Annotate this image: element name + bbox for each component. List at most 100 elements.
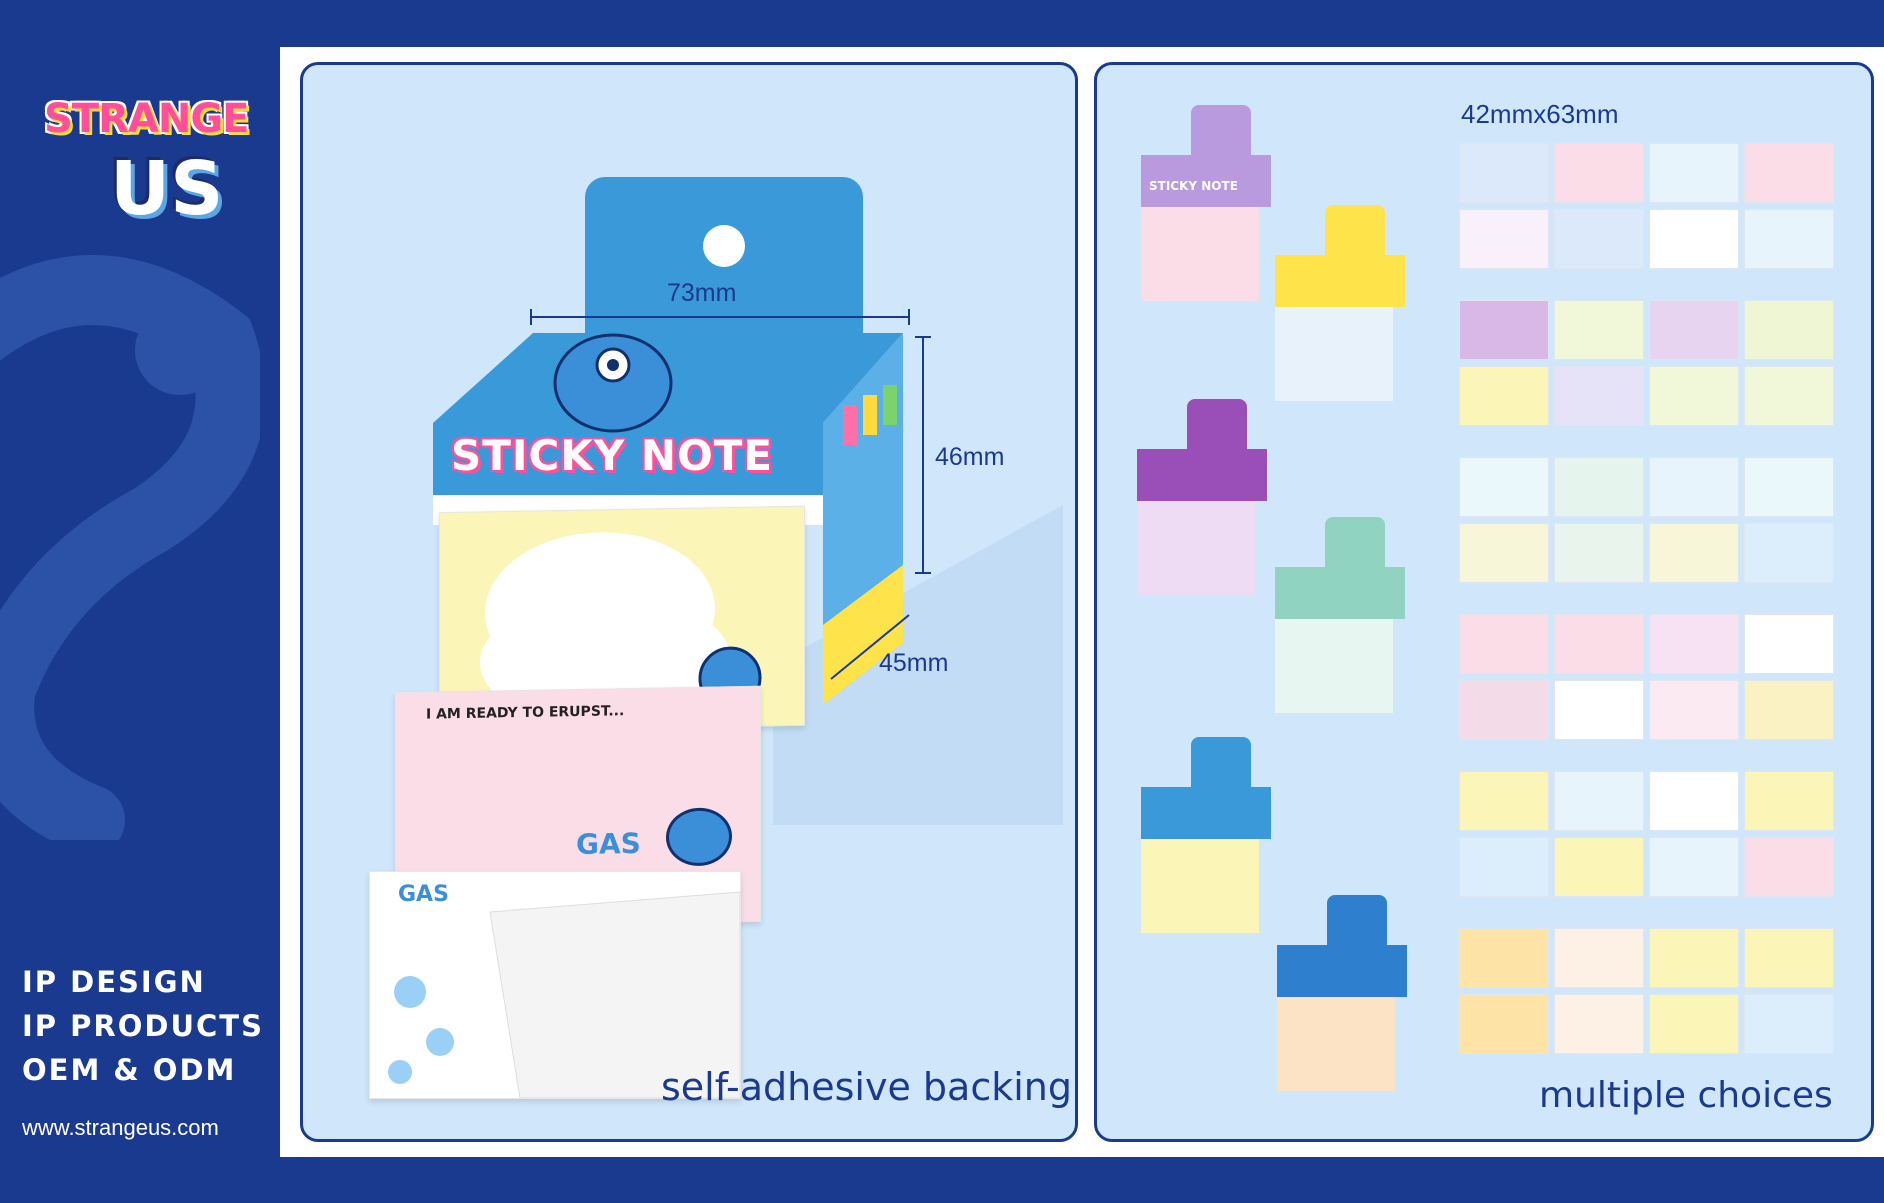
tagline-oem-odm: OEM & ODM (22, 1053, 237, 1087)
note-design-swatch (1459, 209, 1549, 269)
mini-box-tab (1325, 517, 1385, 567)
dimension-height-label: 46mm (935, 443, 1005, 471)
note-design-swatch (1744, 680, 1834, 740)
note-design-swatch (1459, 366, 1549, 426)
mini-box-face (1275, 255, 1405, 307)
note-design-swatch (1649, 837, 1739, 897)
note-design-swatch (1554, 837, 1644, 897)
note-design-swatch (1649, 366, 1739, 426)
mini-box-tab (1325, 205, 1385, 255)
mini-box-tab (1191, 737, 1251, 787)
note-design-swatch (1554, 366, 1644, 426)
note-design-swatch (1554, 928, 1644, 988)
mini-box-blue (1141, 737, 1291, 933)
variants-panel: 42mmx63mm STICKY NOTE multiple choices (1094, 62, 1874, 1142)
note-design-swatch (1744, 994, 1834, 1054)
mini-box-note (1141, 839, 1259, 933)
mini-box-note (1277, 997, 1395, 1091)
mini-box-face (1141, 787, 1271, 839)
note-design-swatch (1554, 771, 1644, 831)
note-design-swatch (1459, 994, 1549, 1054)
dimension-depth-label: 45mm (879, 649, 949, 677)
note-design-swatch (1459, 837, 1549, 897)
mini-box-face (1277, 945, 1407, 997)
note-design-swatch (1459, 457, 1549, 517)
mini-box-note (1275, 619, 1393, 713)
note-design-swatch (1649, 994, 1739, 1054)
note-design-grid (1459, 143, 1839, 1063)
mini-box-title: STICKY NOTE (1149, 179, 1238, 193)
website-url: www.strangeus.com (22, 1115, 219, 1140)
box-3d-graphic (433, 309, 931, 705)
note-design-swatch (1459, 143, 1549, 203)
logo-text-top: STRANGE (44, 96, 249, 142)
mini-box-tab (1327, 895, 1387, 945)
watermark-graphic (0, 255, 260, 840)
note-design-swatch (1459, 680, 1549, 740)
note-design-swatch (1744, 457, 1834, 517)
note-design-swatch (1744, 928, 1834, 988)
mini-box-tab (1191, 105, 1251, 155)
hang-tab (585, 177, 863, 333)
note-design-swatch (1649, 209, 1739, 269)
multiple-choices-caption: multiple choices (1539, 1075, 1833, 1116)
note-design-swatch (1554, 300, 1644, 360)
note-design-swatch (1649, 680, 1739, 740)
note-design-swatch (1459, 771, 1549, 831)
tagline-ip-design: IP DESIGN (22, 965, 206, 999)
note-design-swatch (1649, 928, 1739, 988)
product-detail-panel: STICKY NOTE 73mm 46mm 45mm I AM READY TO… (300, 62, 1078, 1142)
sidebar: STRANGE US IP DESIGN IP PRODUCTS OEM & O… (0, 0, 280, 1203)
mini-box-note (1137, 501, 1255, 595)
note-design-swatch (1744, 523, 1834, 583)
note-design-swatch (1554, 143, 1644, 203)
note-text-gas-small: GAS (398, 882, 449, 907)
note-design-swatch (1744, 366, 1834, 426)
mini-box-yellow (1275, 205, 1425, 401)
note-text-gas: GAS (576, 826, 641, 862)
note-design-swatch (1459, 928, 1549, 988)
note-design-swatch (1554, 209, 1644, 269)
note-design-swatch (1459, 300, 1549, 360)
mini-box-orange (1277, 895, 1427, 1091)
note-design-swatch (1744, 837, 1834, 897)
hang-hole (703, 225, 745, 267)
brand-logo: STRANGE US (36, 96, 249, 236)
note-design-swatch (1744, 143, 1834, 203)
mini-box-purple (1141, 105, 1291, 301)
tagline-ip-products: IP PRODUCTS (22, 1009, 264, 1043)
note-design-swatch (1649, 300, 1739, 360)
mini-box-violet (1137, 399, 1287, 595)
note-design-swatch (1744, 209, 1834, 269)
note-design-swatch (1649, 143, 1739, 203)
note-design-swatch (1744, 300, 1834, 360)
box-title: STICKY NOTE (451, 431, 774, 480)
self-adhesive-caption: self-adhesive backing (661, 1065, 1072, 1109)
mini-box-face (1137, 449, 1267, 501)
note-design-swatch (1554, 614, 1644, 674)
note-monster-icon (666, 807, 732, 867)
note-design-swatch (1459, 523, 1549, 583)
note-design-swatch (1649, 614, 1739, 674)
mini-box-note (1275, 307, 1393, 401)
tagline-list: IP DESIGN IP PRODUCTS OEM & ODM (22, 960, 264, 1092)
sticky-note-white: GAS (369, 871, 741, 1099)
note-design-swatch (1744, 771, 1834, 831)
peel-graphic (388, 891, 740, 1098)
panel-shadow-graphic (773, 505, 1063, 825)
mini-box-tab (1187, 399, 1247, 449)
dimension-width-label: 73mm (667, 279, 737, 307)
size-label: 42mmx63mm (1461, 99, 1619, 129)
note-design-swatch (1649, 771, 1739, 831)
mini-box-face (1141, 155, 1271, 207)
note-design-swatch (1744, 614, 1834, 674)
note-design-swatch (1554, 457, 1644, 517)
note-design-swatch (1459, 614, 1549, 674)
mini-box-face (1275, 567, 1405, 619)
note-design-swatch (1649, 523, 1739, 583)
note-design-swatch (1554, 680, 1644, 740)
note-design-swatch (1554, 994, 1644, 1054)
mini-box-green (1275, 517, 1425, 713)
note-text-erupt: I AM READY TO ERUPST... (426, 703, 625, 723)
note-design-swatch (1649, 457, 1739, 517)
